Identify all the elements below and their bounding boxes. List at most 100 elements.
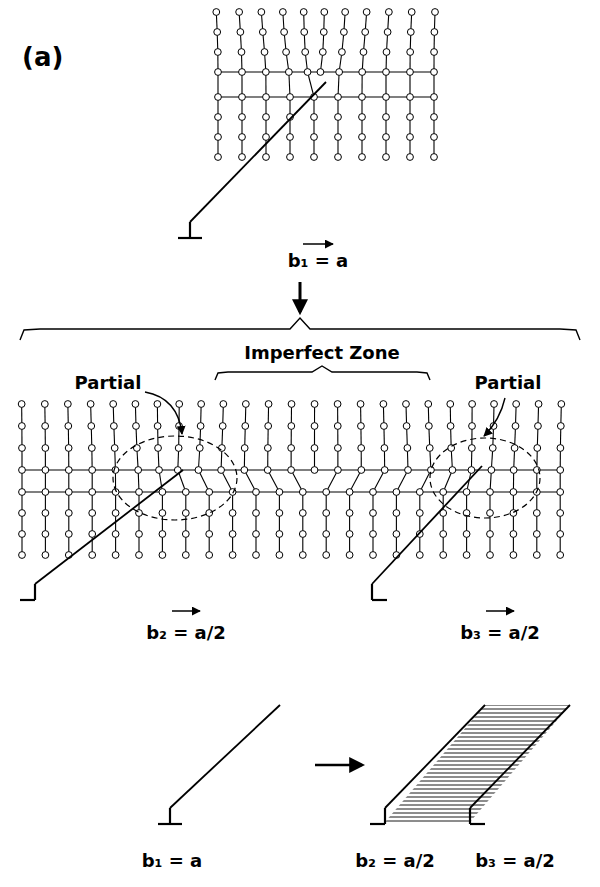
atom [136,489,143,496]
atom [487,552,494,559]
atom [358,423,365,430]
transition-arrow [299,282,302,312]
atom [511,445,518,452]
atom [535,401,542,408]
hatch-line [370,773,580,774]
atom [431,114,438,121]
atom [239,69,246,76]
hatch-line [370,741,580,742]
atom [112,510,119,517]
partial-symbol [469,808,471,824]
hatch-line [370,761,580,762]
atom [42,445,49,452]
hatch-line [370,801,580,802]
atom [19,510,26,517]
atom [214,49,221,56]
atom [311,401,318,408]
atom [334,401,341,408]
atom [229,531,236,538]
atom [89,489,96,496]
atom [19,489,26,496]
atom [340,29,347,36]
atom [335,114,342,121]
atom [416,552,423,559]
atom [535,423,542,430]
partial-core-outline [430,438,540,518]
atom [513,401,520,408]
atom [283,49,290,56]
atom [335,94,342,101]
atom [311,134,318,141]
atom [215,114,222,121]
atom [41,401,48,408]
partial-dislocation-line [385,705,485,808]
atom [311,154,318,161]
atom [510,467,517,474]
transition-arrow [315,764,362,767]
hatch-line [370,817,580,818]
atom [42,467,49,474]
atom [206,489,213,496]
atom [287,94,294,101]
atom [469,423,476,430]
atom [317,69,324,76]
atom [182,510,189,517]
atom [242,423,249,430]
atom [132,401,139,408]
atom [311,114,318,121]
atom [206,510,213,517]
partial-dislocation-line [470,705,570,808]
atom [156,467,163,474]
atom [159,510,166,517]
atom [276,489,283,496]
atom [198,401,205,408]
hatch-line [370,821,580,822]
atom [487,531,494,538]
atom [393,531,400,538]
atom [42,510,49,517]
hatch-line [370,785,580,786]
dislocation-symbol [189,222,191,238]
atom [253,489,260,496]
dislocation-symbol [158,823,182,825]
atom [321,9,328,16]
atom [534,445,541,452]
atom [431,154,438,161]
atom [219,423,226,430]
atom [195,467,202,474]
atom [300,9,307,16]
atom [431,49,438,56]
atom [488,467,495,474]
partial-label: Partial [475,372,542,394]
atom [19,531,26,538]
atom [65,489,72,496]
atom [18,423,25,430]
atom [19,445,26,452]
hatch-line [370,753,580,754]
hatch-line [370,809,580,810]
atom [112,552,119,559]
atom [426,445,433,452]
atom [510,531,517,538]
atom [111,445,118,452]
atom [154,423,161,430]
atom [236,9,243,16]
atom [359,114,366,121]
atom [557,531,564,538]
atom [425,423,432,430]
atom [215,94,222,101]
atom [359,94,366,101]
hatch-line [370,745,580,746]
atom [159,531,166,538]
atom [42,531,49,538]
atom [281,29,288,36]
atom [381,445,388,452]
atom [253,552,260,559]
atom [407,69,414,76]
partial-label: Partial [75,372,142,394]
atom [229,510,236,517]
atom [263,134,270,141]
partial-symbol [370,823,385,825]
hatch-line [370,749,580,750]
